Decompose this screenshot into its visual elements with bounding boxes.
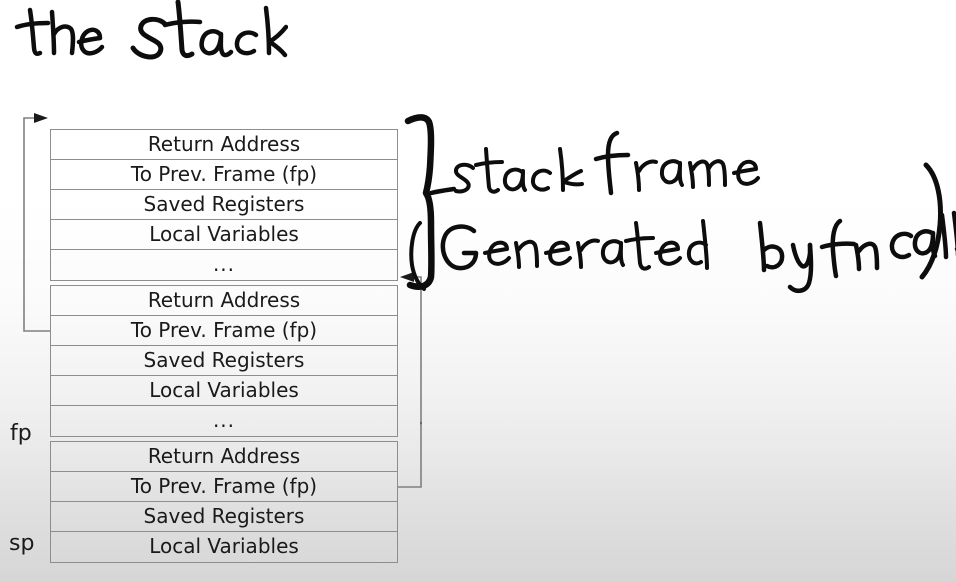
stack-frame-bottom: Return Address To Prev. Frame (fp) Saved…	[50, 441, 398, 563]
stack-frame-top: Return Address To Prev. Frame (fp) Saved…	[50, 129, 398, 281]
stack-frame-middle: Return Address To Prev. Frame (fp) Saved…	[50, 285, 398, 437]
annotation-handwritten	[404, 114, 956, 293]
frame-row-to-prev-frame: To Prev. Frame (fp)	[51, 316, 397, 346]
frame-row-saved-registers: Saved Registers	[51, 502, 397, 532]
frame-row-return-address: Return Address	[51, 130, 397, 160]
register-label-sp: sp	[9, 531, 35, 556]
frame-row-to-prev-frame: To Prev. Frame (fp)	[51, 472, 397, 502]
fp-link-arrowhead-top	[34, 113, 48, 123]
brace-stroke	[404, 114, 435, 290]
page-title-handwritten	[14, 0, 288, 60]
frame-row-return-address: Return Address	[51, 442, 397, 472]
frame-row-local-variables: Local Variables	[51, 220, 397, 250]
frame-row-saved-registers: Saved Registers	[51, 346, 397, 376]
frame-row-local-variables: Local Variables	[51, 376, 397, 406]
fp-link-middle-to-top	[23, 117, 50, 332]
register-label-fp: fp	[10, 421, 32, 446]
frame-row-to-prev-frame: To Prev. Frame (fp)	[51, 160, 397, 190]
frame-row-ellipsis: ...	[212, 408, 236, 432]
frame-row-local-variables: Local Variables	[149, 534, 299, 558]
frame-row-ellipsis: ...	[212, 252, 236, 276]
fp-link-bottom-to-middle	[398, 276, 422, 488]
frame-row-saved-registers: Saved Registers	[51, 190, 397, 220]
frame-row-return-address: Return Address	[51, 286, 397, 316]
brace-tick	[428, 186, 457, 196]
